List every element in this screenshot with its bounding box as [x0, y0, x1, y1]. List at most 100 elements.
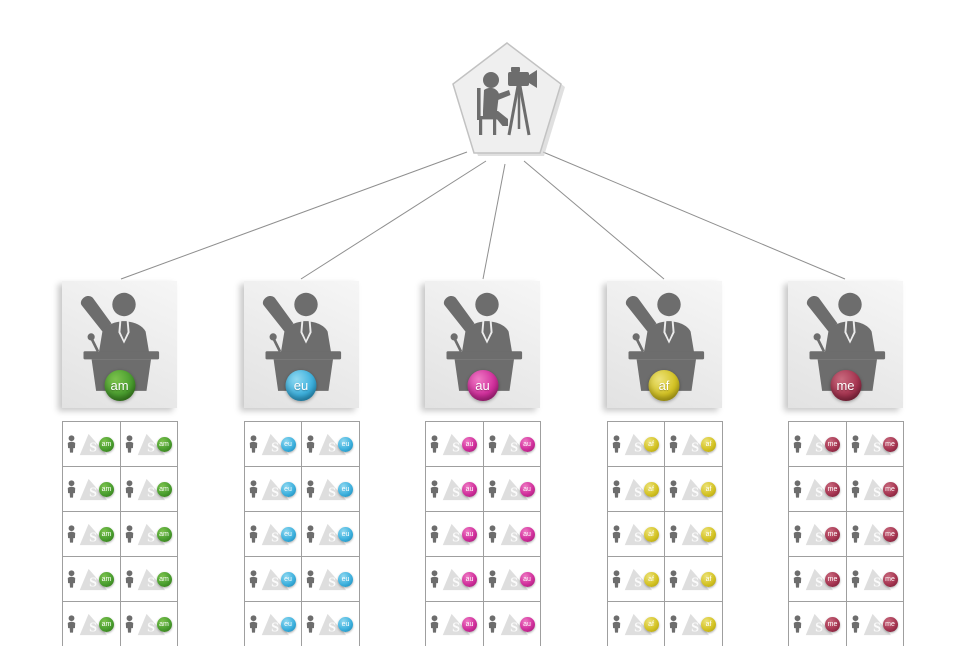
audience-person-icon	[488, 615, 496, 633]
audience-person-icon	[430, 480, 439, 498]
connector-line	[300, 160, 487, 280]
audience-person-icon	[125, 615, 133, 633]
audience-person-icon	[488, 570, 496, 588]
viewer-item: au	[425, 556, 483, 601]
audience-person-icon	[249, 435, 257, 453]
viewer-item: am	[119, 556, 177, 601]
viewer-row: af af	[606, 421, 722, 466]
region-dot: eu	[338, 526, 353, 542]
region-dot: eu	[338, 571, 353, 587]
viewer-item: af	[664, 601, 722, 646]
viewer-item: af	[606, 421, 664, 466]
audience-person-icon	[851, 480, 859, 498]
region-dot: eu	[338, 616, 353, 632]
audience-person-icon	[430, 525, 439, 543]
speaker-box: me	[788, 281, 903, 408]
audience-person-icon	[249, 615, 257, 633]
connector-line	[482, 163, 506, 280]
audience-person-icon	[851, 435, 859, 453]
region-dot: af	[701, 571, 716, 587]
region-dot: eu	[280, 526, 296, 542]
region-dot: au	[462, 616, 477, 632]
viewer-item: au	[425, 466, 483, 511]
region-dot: am	[99, 481, 114, 497]
region-dot: au	[462, 436, 477, 452]
region-dot: au	[519, 436, 535, 452]
audience-person-icon	[669, 570, 678, 588]
region-dot: eu	[338, 481, 353, 497]
audience-person-icon	[306, 480, 315, 498]
region-dot: af	[643, 436, 659, 452]
audience-person-icon	[488, 435, 496, 453]
viewer-item: me	[845, 511, 903, 556]
audience-person-icon	[612, 570, 620, 588]
region-dot: eu	[280, 481, 296, 497]
audience-person-icon	[306, 570, 315, 588]
audience-person-icon	[249, 570, 257, 588]
viewer-row: am am	[62, 466, 177, 511]
viewer-item: me	[845, 466, 903, 511]
audience-person-icon	[669, 615, 678, 633]
viewer-row: eu eu	[243, 601, 359, 646]
audience-person-icon	[793, 435, 802, 453]
audience-person-icon	[430, 615, 439, 633]
viewer-item: me	[788, 601, 846, 646]
region-dot: am	[99, 526, 114, 542]
audience-person-icon	[125, 525, 133, 543]
region-badge: me	[830, 370, 861, 401]
region-dot: au	[519, 481, 535, 497]
viewer-item: eu	[301, 556, 359, 601]
viewer-item: au	[482, 556, 540, 601]
viewer-item: me	[845, 421, 903, 466]
audience-person-icon	[612, 525, 620, 543]
viewer-item: au	[482, 466, 540, 511]
audience-person-icon	[430, 435, 439, 453]
viewer-item: af	[606, 601, 664, 646]
region-dot: af	[643, 526, 659, 542]
viewer-item: au	[482, 421, 540, 466]
viewer-item: eu	[243, 421, 301, 466]
audience-person-icon	[306, 615, 315, 633]
region-dot: eu	[280, 616, 296, 632]
camera-operator-icon	[477, 67, 537, 136]
region-dot: me	[825, 526, 840, 542]
audience-person-icon	[249, 525, 257, 543]
region-dot: am	[156, 616, 172, 632]
region-dot: am	[99, 571, 114, 587]
viewer-item: eu	[243, 466, 301, 511]
viewer-item: au	[482, 601, 540, 646]
region-dot: am	[156, 481, 172, 497]
region-dot: me	[825, 571, 840, 587]
viewer-item: am	[119, 466, 177, 511]
viewer-row: eu eu	[243, 421, 359, 466]
viewer-item: am	[62, 466, 120, 511]
region-dot: eu	[280, 571, 296, 587]
viewer-item: me	[845, 601, 903, 646]
speaker-box: eu	[243, 281, 359, 408]
audience-person-icon	[249, 480, 257, 498]
viewer-item: am	[119, 421, 177, 466]
viewer-item: me	[788, 421, 846, 466]
viewer-item: af	[664, 466, 722, 511]
region-dot: eu	[338, 436, 353, 452]
viewer-item: af	[606, 511, 664, 556]
region-dot: af	[701, 436, 716, 452]
viewer-item: am	[119, 601, 177, 646]
region-dot: me	[825, 481, 840, 497]
audience-person-icon	[793, 525, 802, 543]
pentagon-shape	[452, 42, 562, 154]
region-dot: am	[156, 436, 172, 452]
